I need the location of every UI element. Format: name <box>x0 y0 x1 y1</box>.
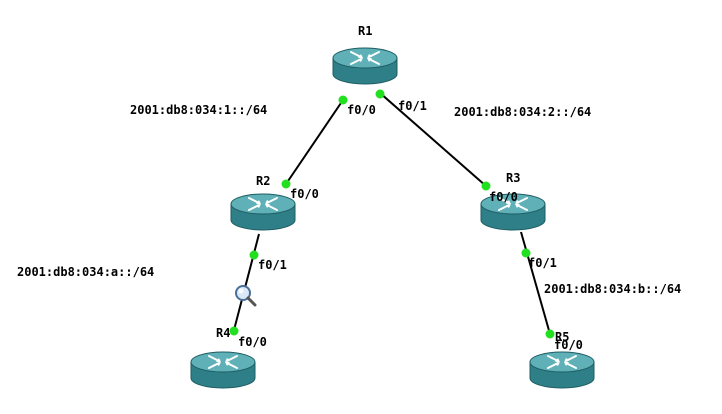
router-r1[interactable] <box>332 47 398 85</box>
port-dot-r1-f0-0[interactable] <box>338 95 348 105</box>
link-r1-r2[interactable] <box>285 99 344 185</box>
router-label-r1: R1 <box>358 24 372 38</box>
interface-label-r2-f0-0: f0/0 <box>290 187 319 201</box>
port-dot-r2-f0-0[interactable] <box>281 179 291 189</box>
interface-label-r3-f0-0: f0/0 <box>489 190 518 204</box>
port-dot-r1-f0-1[interactable] <box>375 89 385 99</box>
subnet-label-r3-r5: 2001:db8:034:b::/64 <box>544 282 681 296</box>
router-label-r4: R4 <box>216 326 230 340</box>
link-r1-r3[interactable] <box>379 92 487 187</box>
router-icon <box>332 47 398 85</box>
link-r2-r4[interactable] <box>233 233 260 331</box>
port-dot-r2-f0-1[interactable] <box>249 250 259 260</box>
subnet-label-r2-r4: 2001:db8:034:a::/64 <box>17 265 154 279</box>
router-icon <box>529 351 595 389</box>
router-r2[interactable] <box>230 193 296 231</box>
router-r5[interactable] <box>529 351 595 389</box>
router-icon <box>230 193 296 231</box>
magnifier-icon[interactable] <box>235 285 257 307</box>
port-dot-r4-f0-0[interactable] <box>229 326 239 336</box>
interface-label-r4-f0-0: f0/0 <box>238 335 267 349</box>
subnet-label-r1-r3: 2001:db8:034:2::/64 <box>454 105 591 119</box>
interface-label-r3-f0-1: f0/1 <box>528 256 557 270</box>
interface-label-r1-f0-0: f0/0 <box>347 103 376 117</box>
interface-label-r1-f0-1: f0/1 <box>398 99 427 113</box>
router-label-r3: R3 <box>506 171 520 185</box>
port-dot-r5-f0-0[interactable] <box>545 329 555 339</box>
interface-label-r5-f0-0: f0/0 <box>554 338 583 352</box>
router-label-r2: R2 <box>256 174 270 188</box>
port-dot-r3-f0-0[interactable] <box>481 181 491 191</box>
interface-label-r2-f0-1: f0/1 <box>258 258 287 272</box>
router-label-r5: R5 <box>555 330 569 344</box>
router-r4[interactable] <box>190 351 256 389</box>
subnet-label-r1-r2: 2001:db8:034:1::/64 <box>130 103 267 117</box>
router-icon <box>190 351 256 389</box>
port-dot-r3-f0-1[interactable] <box>521 248 531 258</box>
